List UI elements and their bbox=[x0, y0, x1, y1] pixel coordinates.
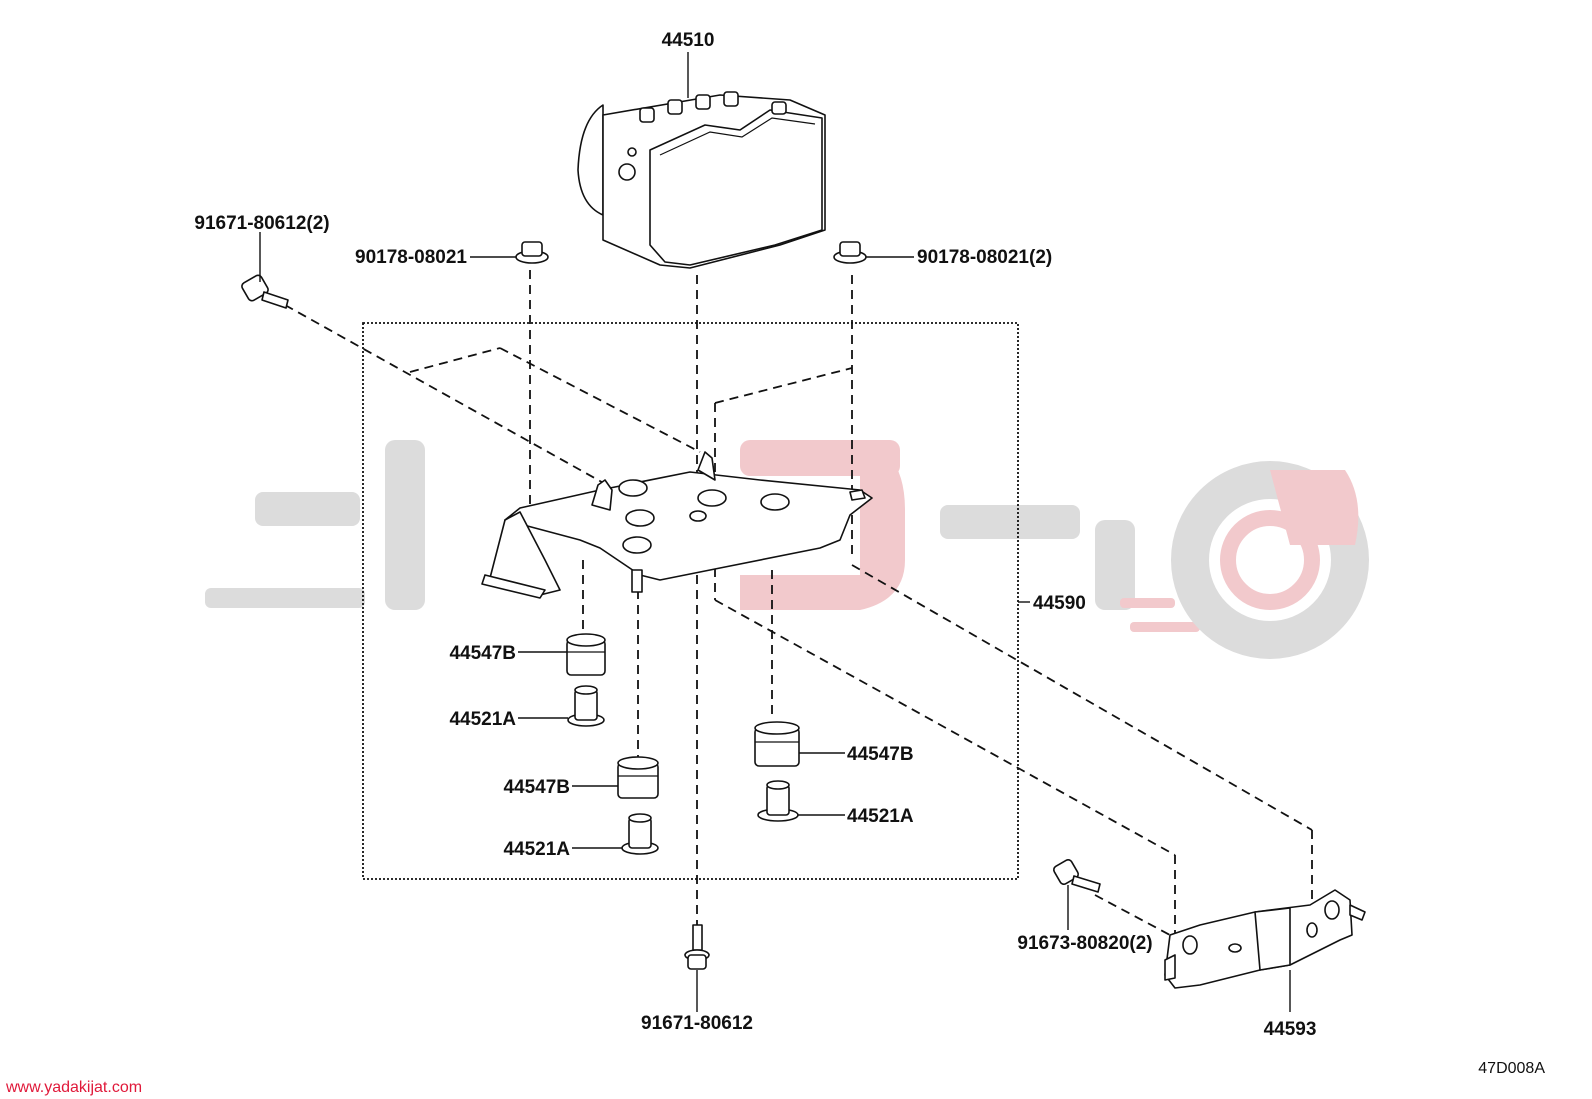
collar-top bbox=[628, 813, 652, 823]
actuator-fitting bbox=[723, 91, 739, 107]
bracket-hole bbox=[760, 493, 790, 511]
guide-line bbox=[714, 599, 1176, 856]
guide-line bbox=[1094, 894, 1171, 936]
bracket-hole bbox=[622, 536, 652, 554]
watermark-bar bbox=[205, 588, 365, 608]
nut-right-part bbox=[833, 241, 867, 264]
actuator-ecu bbox=[649, 109, 823, 266]
actuator-fitting bbox=[639, 107, 655, 123]
guide-line bbox=[284, 304, 626, 496]
label-abs-actuator: 44510 bbox=[662, 30, 715, 51]
label-nut-right: 90178-08021(2) bbox=[917, 247, 1052, 268]
actuator-port bbox=[627, 147, 637, 157]
bracket-foot bbox=[481, 574, 546, 599]
bolt-right-part bbox=[1053, 859, 1101, 893]
bracket-plate bbox=[504, 471, 873, 581]
watermark-bar bbox=[255, 492, 360, 526]
bolt-thread bbox=[692, 924, 703, 951]
label-cushion-1: 44547B bbox=[449, 643, 516, 664]
cushion-3-part bbox=[754, 721, 800, 767]
leader-lines bbox=[259, 52, 1291, 1012]
label-nut-left: 90178-08021 bbox=[355, 247, 467, 268]
actuator-ecu-edge bbox=[659, 117, 816, 156]
nut-body bbox=[839, 241, 861, 257]
label-collar-3: 44521A bbox=[847, 806, 914, 827]
abs-actuator-part bbox=[577, 91, 826, 269]
watermark-bar bbox=[1130, 622, 1200, 632]
assembly-frame bbox=[362, 322, 1019, 880]
cushion-top bbox=[566, 633, 606, 647]
bracket-tab bbox=[697, 451, 716, 481]
guide-line bbox=[499, 347, 701, 453]
watermark-bar bbox=[1095, 520, 1135, 610]
actuator-fitting bbox=[695, 94, 711, 110]
guide-line bbox=[409, 347, 501, 373]
nut-body bbox=[521, 241, 543, 257]
bolt-head bbox=[1053, 859, 1079, 885]
label-cushion-3: 44547B bbox=[847, 744, 914, 765]
bracket-hole bbox=[618, 479, 648, 497]
actuator-port bbox=[618, 163, 636, 181]
bracket-sub-rib bbox=[1254, 907, 1291, 971]
cushion-top bbox=[754, 721, 800, 735]
guide-line bbox=[851, 564, 1313, 831]
bracket-sub-part bbox=[1164, 889, 1366, 989]
bolt-thread bbox=[1071, 875, 1101, 893]
nut-left-part bbox=[515, 241, 549, 264]
label-bracket-sub: 44593 bbox=[1264, 1019, 1317, 1040]
watermark-bar bbox=[385, 440, 425, 610]
bracket-hole bbox=[625, 509, 655, 527]
actuator-fitting bbox=[771, 101, 787, 115]
actuator-motor bbox=[577, 104, 604, 216]
bracket-sub-hole bbox=[1182, 935, 1198, 955]
watermark-wheel-accent bbox=[1270, 470, 1359, 545]
bolt-head bbox=[687, 954, 707, 970]
label-collar-1: 44521A bbox=[449, 709, 516, 730]
bracket-pin bbox=[631, 569, 643, 593]
watermark-wheel-inner bbox=[1220, 510, 1320, 610]
watermark-bar bbox=[940, 505, 1080, 539]
bolt-head bbox=[241, 274, 269, 302]
collar-top bbox=[574, 685, 598, 695]
label-cushion-2: 44547B bbox=[503, 777, 570, 798]
diagram-code: 47D008A bbox=[1478, 1060, 1545, 1077]
bracket-hole bbox=[689, 510, 707, 522]
cushion-1-part bbox=[566, 633, 606, 676]
label-bracket-assembly: 44590 bbox=[1033, 593, 1086, 614]
bracket-sub-tab bbox=[1349, 904, 1366, 921]
bolt-top-left-part bbox=[241, 274, 289, 309]
watermark-url: www.yadakijat.com bbox=[5, 1079, 142, 1096]
watermark-bar bbox=[1120, 598, 1175, 608]
collar-2-part bbox=[621, 813, 659, 855]
watermark-logo bbox=[205, 440, 1369, 659]
watermark-wheel bbox=[1171, 461, 1369, 659]
bolt-thread bbox=[261, 291, 289, 309]
collar-top bbox=[766, 780, 790, 790]
bracket-sub-hole bbox=[1228, 943, 1242, 953]
bracket-sub-hole bbox=[1324, 900, 1340, 920]
label-bolt-top-left: 91671-80612(2) bbox=[194, 213, 329, 234]
bracket-sub-hole bbox=[1306, 922, 1318, 938]
bracket-sub-tab bbox=[1164, 954, 1176, 981]
bolt-bottom-part bbox=[684, 924, 710, 970]
collar-3-part bbox=[757, 780, 799, 822]
guide-line bbox=[714, 367, 853, 404]
watermark-glyph bbox=[740, 440, 905, 610]
bracket-tab bbox=[591, 479, 613, 511]
actuator-fitting bbox=[667, 99, 683, 115]
label-bolt-right: 91673-80820(2) bbox=[1017, 933, 1152, 954]
guide-lines bbox=[284, 270, 1313, 950]
label-collar-2: 44521A bbox=[503, 839, 570, 860]
bracket-hole bbox=[697, 489, 727, 507]
label-bolt-bottom: 91671-80612 bbox=[641, 1013, 753, 1034]
bracket-tab bbox=[849, 489, 866, 501]
cushion-top bbox=[617, 756, 659, 770]
cushion-2-part bbox=[617, 756, 659, 799]
bracket-part bbox=[481, 451, 873, 599]
collar-1-part bbox=[567, 685, 605, 727]
